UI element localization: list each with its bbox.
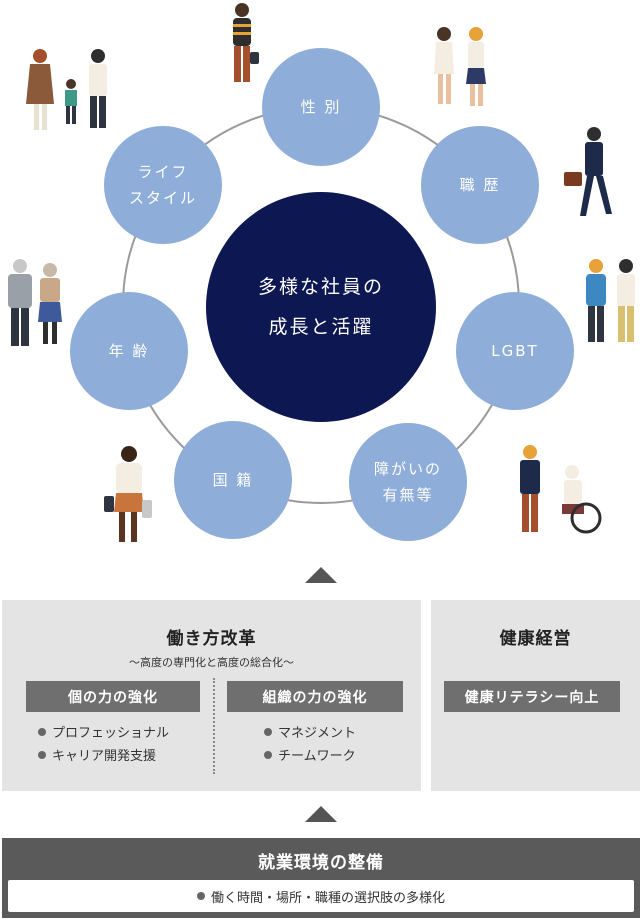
node-career-label: 職 歴	[459, 176, 501, 194]
list-item-text: マネジメント	[278, 726, 357, 741]
family-illustration	[26, 49, 107, 130]
work-reform-subtitle: ～高度の専門化と高度の総合化～	[129, 656, 294, 669]
elderly-couple-illustration	[8, 259, 62, 346]
center-label: 多様な社員の 成長と活躍	[257, 276, 384, 338]
list-item: チームワーク	[264, 745, 356, 764]
column-divider	[213, 678, 215, 774]
individual-strength-tag: 個の力の強化	[26, 681, 200, 712]
node-age-label: 年 齢	[108, 342, 150, 360]
bullet-dot	[38, 750, 46, 759]
node-gender-label: 性 別	[300, 98, 342, 116]
list-item: マネジメント	[264, 722, 356, 741]
bullet-dot	[264, 727, 272, 736]
center-circle: 多様な社員の 成長と活躍	[206, 192, 436, 422]
health-literacy-tag: 健康リテラシー向上	[444, 681, 620, 712]
list-item-text: プロフェッショナル	[52, 726, 170, 741]
bullet-dot	[264, 750, 272, 759]
bullet-dot	[196, 892, 205, 900]
young-men-illustration	[586, 259, 635, 342]
node-career: 職 歴	[421, 126, 539, 244]
work-reform-title: 働き方改革	[166, 629, 257, 649]
node-age: 年 齢	[70, 292, 188, 410]
node-gender: 性 別	[262, 48, 380, 166]
list-item: プロフェッショナル	[38, 722, 169, 741]
arrow-up-1	[305, 567, 337, 583]
node-disability: 障がいの 有無等	[349, 423, 467, 541]
node-lifestyle-label: ライフ スタイル	[128, 163, 197, 207]
wheelchair-illustration	[520, 445, 602, 534]
node-nationality-label: 国 籍	[212, 471, 254, 489]
node-lgbt: LGBT	[456, 292, 574, 410]
environment-box: 働く時間・場所・職種の選択肢の多様化	[8, 880, 634, 912]
node-lifestyle: ライフ スタイル	[104, 126, 222, 244]
node-disability-label: 障がいの 有無等	[373, 460, 442, 504]
health-title: 健康経営	[499, 629, 572, 649]
node-nationality: 国 籍	[174, 421, 292, 539]
businessman-illustration	[564, 127, 612, 216]
organization-strength-tag: 組織の力の強化	[227, 681, 403, 712]
work-reform-panel: 働き方改革 ～高度の専門化と高度の総合化～ 個の力の強化 組織の力の強化 プロフ…	[2, 600, 421, 791]
person-with-bags-illustration	[104, 446, 152, 542]
list-item-text: チームワーク	[278, 749, 356, 764]
arrow-up-2	[305, 806, 337, 822]
list-item: キャリア開発支援	[38, 745, 156, 764]
environment-item: 働く時間・場所・職種の選択肢の多様化	[210, 890, 445, 906]
health-panel: 健康経営 健康リテラシー向上	[431, 600, 640, 791]
bullet-dot	[38, 727, 46, 736]
two-women-illustration	[434, 27, 486, 106]
person-illustration-top	[233, 3, 259, 82]
node-lgbt-label: LGBT	[491, 342, 539, 360]
list-item-text: キャリア開発支援	[52, 749, 157, 764]
environment-bar: 就業環境の整備 働く時間・場所・職種の選択肢の多様化	[2, 838, 640, 918]
environment-title: 就業環境の整備	[258, 853, 384, 873]
